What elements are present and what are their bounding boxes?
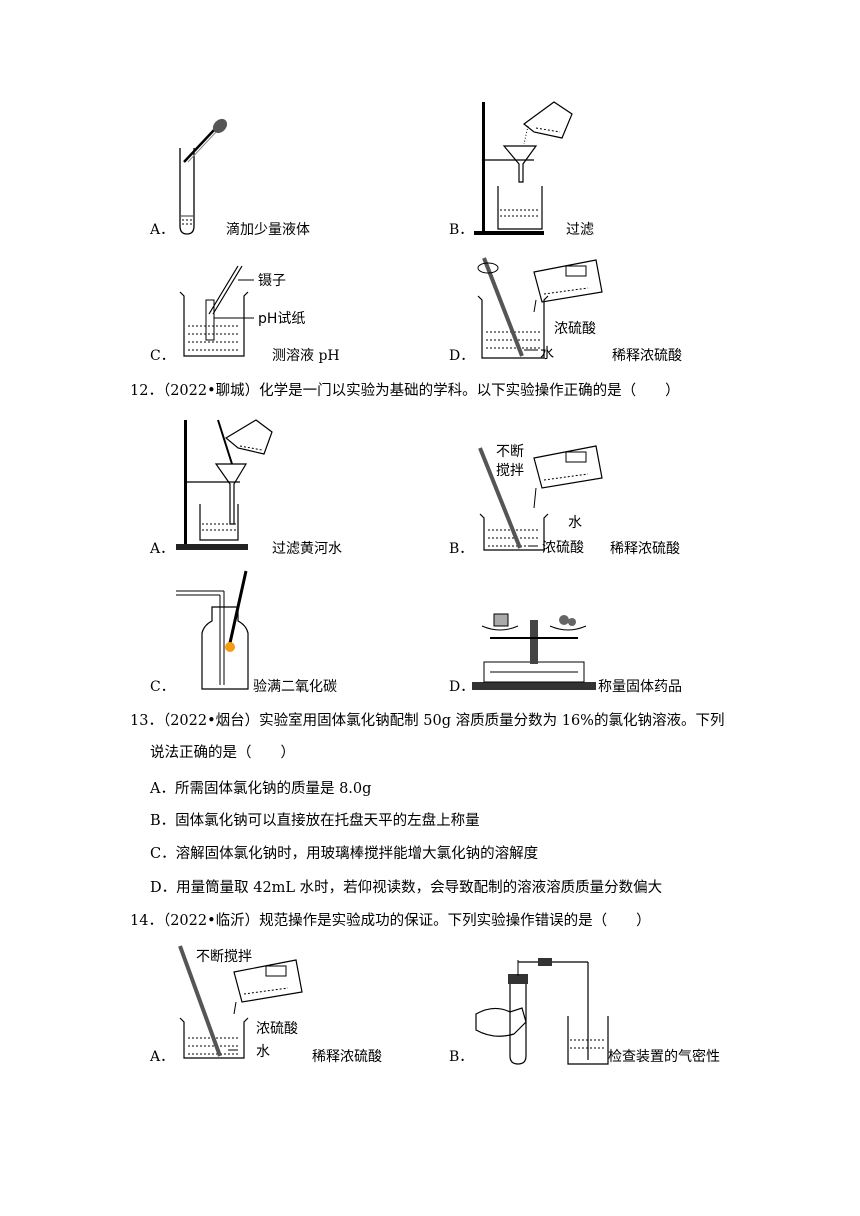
q12-stem: 12．（2022•聊城）化学是一门以实验为基础的学科。以下实验操作正确的是（ ） <box>130 383 680 399</box>
dilution-figure-q14 <box>178 945 303 1059</box>
q14-option-b-caption: 检查装置的气密性 <box>608 1049 720 1065</box>
ph-test-figure <box>179 265 254 357</box>
dilution-figure-q12 <box>478 445 603 551</box>
q13-option-d: D．用量筒量取 42mL 水时，若仰视读数，会导致配制的溶液溶质质量分数偏大 <box>150 880 663 896</box>
q14-option-b-letter: B． <box>449 1049 474 1065</box>
balance-figure <box>472 613 596 690</box>
q12-b-label-water: 水 <box>568 515 582 531</box>
filtration-figure <box>474 101 573 235</box>
q13-stem-line-2: 说法正确的是（ ） <box>150 745 295 761</box>
q14-option-a-letter: A． <box>150 1049 175 1065</box>
q11-option-d-letter: D． <box>449 348 475 364</box>
q13-option-a: A．所需固体氯化钠的质量是 8.0g <box>150 781 372 797</box>
q12-b-label-stir-2: 搅拌 <box>496 463 524 479</box>
q12-b-label-stir-1: 不断 <box>496 444 524 460</box>
co2-full-check-figure <box>176 570 249 690</box>
q11-c-label-tweezers: 镊子 <box>258 273 286 289</box>
q11-option-b-caption: 过滤 <box>566 222 594 238</box>
q11-option-a-letter: A． <box>150 222 175 238</box>
q11-option-c-caption: 测溶液 pH <box>272 348 340 364</box>
q12-option-d-letter: D． <box>449 679 475 695</box>
q11-option-b-letter: B． <box>449 222 474 238</box>
filtration-figure-q12 <box>176 419 273 550</box>
q12-option-b-caption: 稀释浓硫酸 <box>610 541 680 557</box>
q11-d-label-acid: 浓硫酸 <box>554 321 596 337</box>
q12-option-c-caption: 验满二氧化碳 <box>253 679 337 695</box>
q14-a-label-water: 水 <box>256 1044 270 1060</box>
q13-option-c: C．溶解固体氯化钠时，用玻璃棒搅拌能增大氯化钠的溶解度 <box>150 846 539 862</box>
airtightness-check-figure <box>475 958 609 1065</box>
q13-option-b: B．固体氯化钠可以直接放在托盘天平的左盘上称量 <box>150 813 480 829</box>
q11-d-label-water: 水 <box>540 346 554 362</box>
q12-b-label-acid: 浓硫酸 <box>542 540 584 556</box>
q14-stem: 14．（2022•临沂）规范操作是实验成功的保证。下列实验操作错误的是（ ） <box>130 913 651 929</box>
q14-option-a-caption: 稀释浓硫酸 <box>312 1049 382 1065</box>
q11-option-c-letter: C． <box>150 348 175 364</box>
q11-option-a-caption: 滴加少量液体 <box>226 222 310 238</box>
q12-option-c-letter: C． <box>150 679 175 695</box>
q11-c-label-ph-paper: pH试纸 <box>258 311 306 327</box>
q12-option-b-letter: B． <box>449 541 474 557</box>
q12-option-a-caption: 过滤黄河水 <box>272 541 342 557</box>
dilution-figure-d <box>477 257 603 359</box>
q14-a-label-stir: 不断搅拌 <box>196 949 252 965</box>
q12-option-a-letter: A． <box>150 541 175 557</box>
q13-stem-line-1: 13．（2022•烟台）实验室用固体氯化钠配制 50g 溶质质量分数为 16%的… <box>130 713 725 729</box>
dropper-test-tube-figure <box>179 118 228 235</box>
q12-option-d-caption: 称量固体药品 <box>598 679 682 695</box>
q14-a-label-acid: 浓硫酸 <box>256 1021 298 1037</box>
q11-option-d-caption: 稀释浓硫酸 <box>612 348 682 364</box>
